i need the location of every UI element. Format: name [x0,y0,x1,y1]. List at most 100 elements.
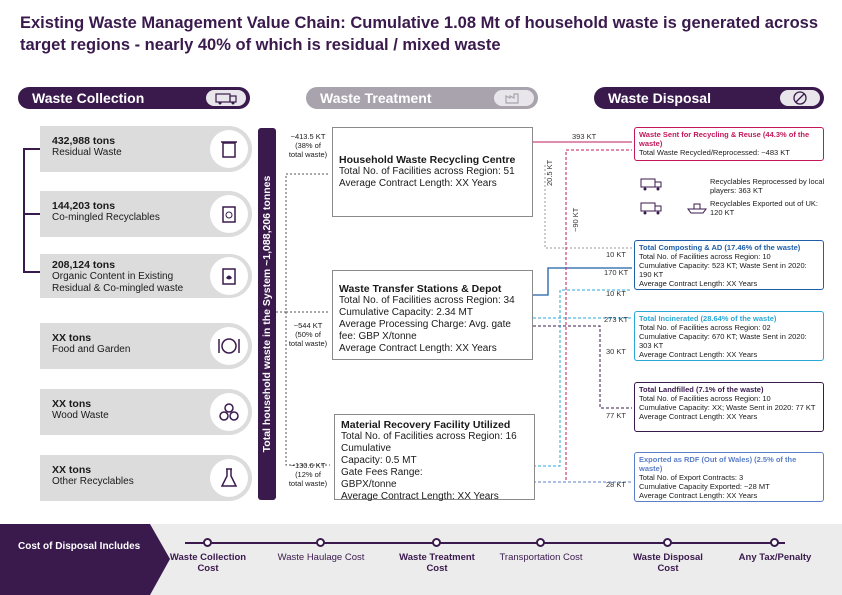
kt-label: 77 KT [606,411,627,420]
disposal-title: Total Composting & AD (17.46% of the was… [639,243,801,252]
recycle-note: Recyclables Reprocessed by local players… [710,177,825,195]
disposal-line: Average Contract Length: XX Years [639,279,758,288]
kt-label: 28 KT [606,480,627,489]
disposal-line: Cumulative Capacity Exported: ~28 MT [639,482,770,491]
treatment-line: Average Contract Length: XX Years [339,178,497,189]
header-label: Waste Treatment [320,90,432,106]
recycle-bin-icon [210,195,248,233]
treatment-title: Household Waste Recycling Centre [339,154,516,166]
footer-dot [663,538,672,547]
footer-line [185,542,785,544]
footer-arrow [150,524,170,595]
disposal-line: Cumulative Capacity: 523 KT; Waste Sent … [639,261,807,279]
kt-label: 10 KT [606,289,627,298]
card-label: Wood Waste [52,410,109,421]
treatment-title: Material Recovery Facility Utilized [341,419,511,431]
treatment-line: Cumulative Capacity: 0.5 MT [341,443,417,466]
kt-label: 30 KT [606,347,627,356]
disposal-line: Total No. of Facilities across Region: 1… [639,394,771,403]
treatment-line: Average Contract Length: XX Years [339,343,497,354]
waste-disposal-header: Waste Disposal [594,87,824,109]
disposal-line: Average Contract Length: XX Years [639,412,758,421]
treatment-box-mrf: Material Recovery Facility Utilized Tota… [334,414,535,502]
header-label: Waste Disposal [608,90,711,106]
disposal-title: Total Landfilled (7.1% of the waste) [639,385,764,394]
treatment-line: Average Contract Length: XX Years [341,491,499,502]
card-amount: XX tons [52,332,92,344]
footer-dot [203,538,212,547]
flow-label-recycling-centre: ~413.5 KT (38% of total waste) [288,132,328,159]
treatment-line: Gate Fees Range: GBPX/tonne [341,467,423,490]
footer-item: Waste Treatment Cost [399,552,475,574]
factory-icon [494,90,534,106]
footer-item: Any Tax/Penalty [738,552,812,563]
treatment-box-transfer-stations: Waste Transfer Stations & Depot Total No… [332,270,533,360]
disposal-line: Average Contract Length: XX Years [639,350,758,359]
kt-label: 393 KT [572,132,597,141]
footer-dot [536,538,545,547]
kt-label: 273 KT [604,315,629,324]
card-amount: 144,203 tons [52,200,116,212]
total-waste-label: Total household waste in the System ~1,0… [261,175,273,453]
card-amount: 432,988 tons [52,135,116,147]
disposal-line: Cumulative Capacity: 670 KT; Waste Sent … [639,332,807,350]
disposal-line: Total No. of Facilities across Region: 0… [639,323,771,332]
disposal-box-recycling: Waste Sent for Recycling & Reuse (44.3% … [634,127,824,161]
recycle-note: Recyclables Exported out of UK: 120 KT [710,199,818,217]
treatment-box-recycling-centre: Household Waste Recycling Centre Total N… [332,127,533,217]
disposal-line: Total No. of Facilities across Region: 1… [639,252,771,261]
disposal-line: Average Contract Length: XX Years [639,491,758,500]
plate-icon [210,327,248,365]
truck-icon [640,177,664,196]
footer-item: Waste Haulage Cost [277,552,365,563]
ship-icon [686,200,708,219]
waste-collection-header: Waste Collection [18,87,250,109]
card-label: Residual Waste [52,147,122,158]
flow-label-mrf: ~130.6 KT (12% of total waste) [288,461,328,488]
card-amount: XX tons [52,398,92,410]
truck-icon [206,90,246,106]
treatment-line: Total No. of Facilities across Region: 3… [339,295,515,306]
treatment-line: Total No. of Facilities across Region: 1… [341,431,517,442]
treatment-line: Cumulative Capacity: 2.34 MT [339,307,473,318]
treatment-title: Waste Transfer Stations & Depot [339,283,502,295]
header-label: Waste Collection [32,90,145,106]
disposal-box-incinerated: Total Incinerated (28.64% of the waste) … [634,311,824,361]
card-label: Co-mingled Recyclables [52,212,160,223]
kt-label: ~90 KT [571,207,580,232]
kt-label: 170 KT [604,268,629,277]
logs-icon [210,393,248,431]
organic-bin-icon [210,257,248,295]
card-amount: XX tons [52,464,92,476]
footer-dot [316,538,325,547]
treatment-line: Total No. of Facilities across Region: 5… [339,166,515,177]
card-label: Other Recyclables [52,476,134,487]
page-title: Existing Waste Management Value Chain: C… [20,14,819,54]
truck-icon [640,201,664,220]
footer-item: Transportation Cost [499,552,583,563]
cost-footer: Cost of Disposal Includes Waste Collecti… [0,524,842,595]
disposal-title: Exported as RDF (Out of Wales) (2.5% of … [639,455,797,473]
bin-icon [210,130,248,168]
treatment-line: Average Processing Charge: Avg. gate fee… [339,319,511,342]
card-amount: 208,124 tons [52,259,116,271]
flask-icon [210,459,248,497]
no-bin-icon [780,90,820,106]
disposal-box-composting: Total Composting & AD (17.46% of the was… [634,240,824,290]
footer-item: Waste Disposal Cost [633,552,703,574]
card-label: Organic Content in Existing Residual & C… [52,271,184,294]
disposal-line: Cumulative Capacity: XX; Waste Sent in 2… [639,403,816,412]
disposal-title: Waste Sent for Recycling & Reuse (44.3% … [639,130,810,148]
disposal-title: Total Incinerated (28.64% of the waste) [639,314,777,323]
disposal-line: Total Waste Recycled/Reprocessed: ~483 K… [639,148,790,157]
kt-label: 10 KT [606,250,627,259]
kt-label: 20.5 KT [545,159,554,186]
footer-item: Waste Collection Cost [169,552,247,574]
